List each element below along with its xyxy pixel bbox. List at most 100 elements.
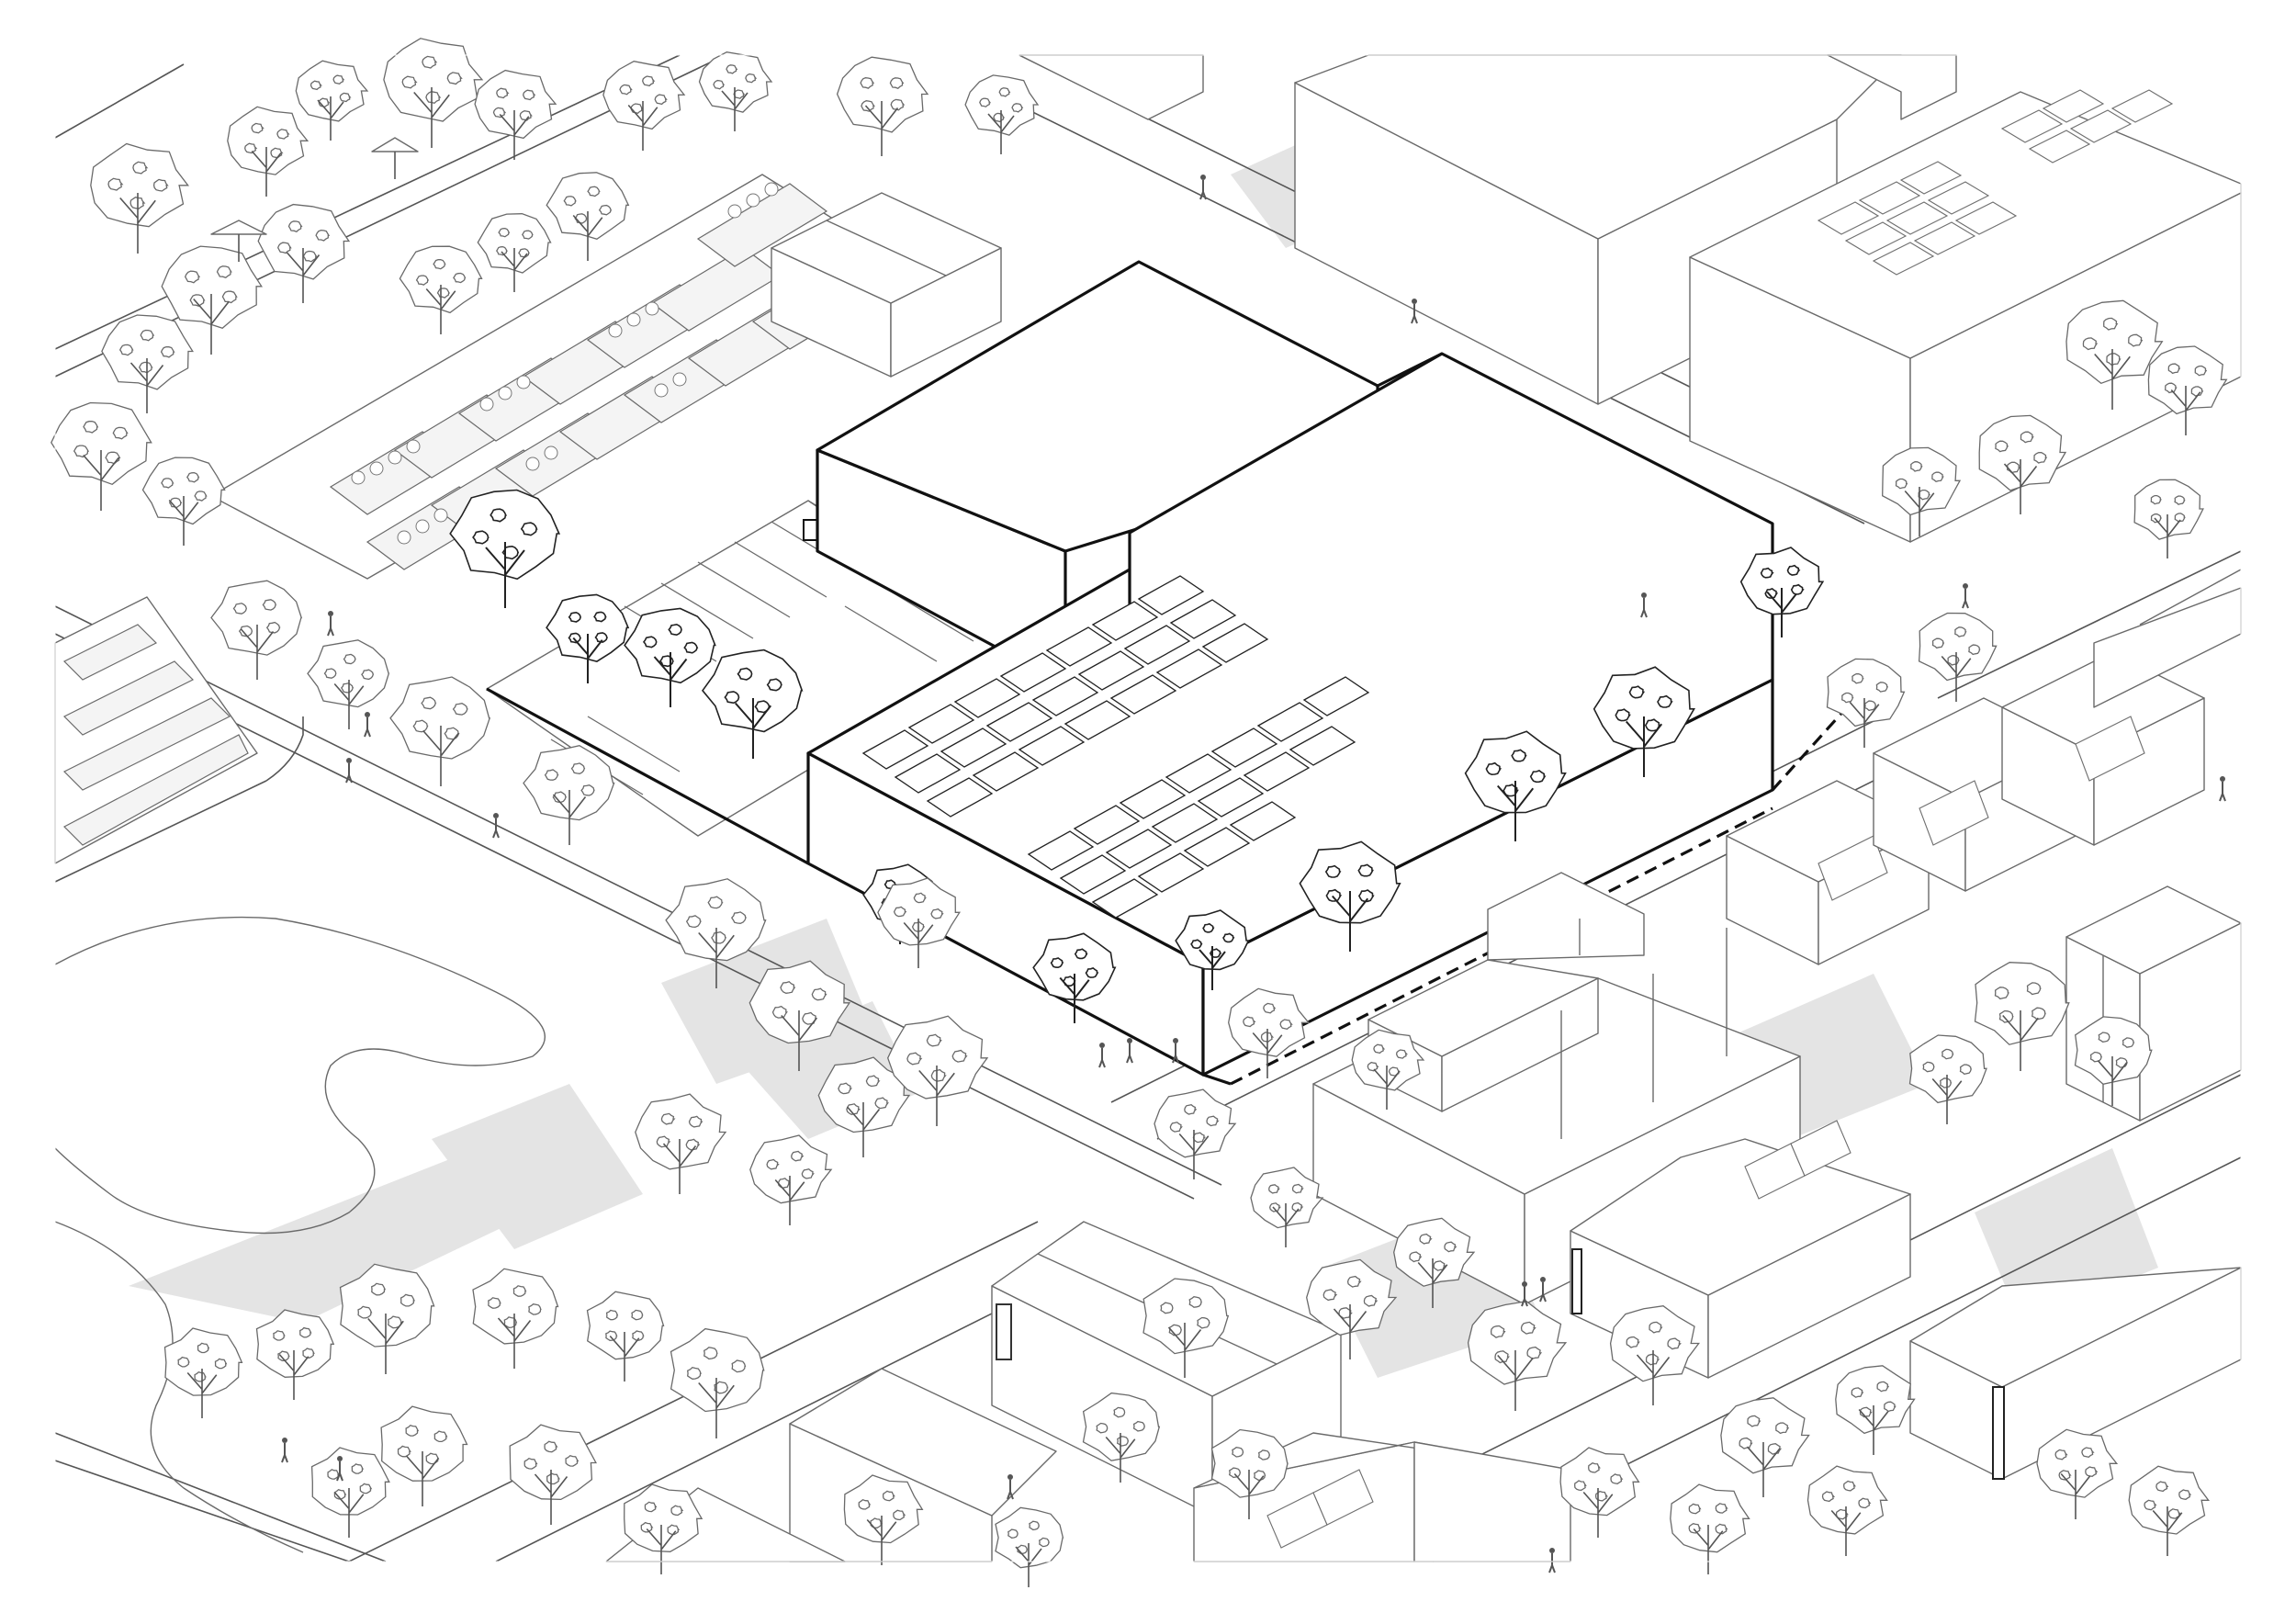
- tree-icon: [1393, 1217, 1476, 1308]
- tree-icon: [1593, 666, 1695, 777]
- pond: [54, 916, 546, 1235]
- tree-icon: [2147, 345, 2228, 435]
- tree-icon: [1467, 1301, 1568, 1411]
- tree-icon: [1142, 1278, 1230, 1378]
- person-icon: [1411, 299, 1418, 324]
- solar-panel-icon: [861, 575, 1370, 919]
- tree-icon: [817, 1056, 911, 1157]
- tree-icon: [749, 1134, 833, 1225]
- tree-icon: [1670, 1483, 1750, 1574]
- tree-icon: [523, 745, 615, 845]
- tree-icon: [1739, 547, 1825, 637]
- person-icon: [281, 1438, 288, 1463]
- tree-icon: [1082, 1392, 1161, 1483]
- tree-icon: [2128, 1465, 2210, 1556]
- tree-icon: [1720, 1397, 1810, 1497]
- tree-icon: [546, 593, 630, 683]
- tree-icon: [836, 56, 929, 156]
- tree-icon: [449, 489, 561, 608]
- tree-icon: [141, 457, 226, 546]
- garden-beds: [329, 183, 884, 570]
- person-icon: [1098, 1043, 1106, 1068]
- person-icon: [492, 813, 500, 839]
- highlighted-building: [486, 260, 1857, 1086]
- person-icon: [1172, 1038, 1179, 1064]
- umbrella-icon: [210, 137, 419, 262]
- tree-icon: [2036, 1428, 2119, 1519]
- tree-icon: [670, 1327, 765, 1438]
- tree-icon: [2065, 299, 2164, 410]
- person-icon: [1962, 583, 1969, 609]
- tree-icon: [665, 878, 767, 988]
- tree-icon: [877, 877, 961, 968]
- tree-icon: [602, 61, 686, 151]
- person-icon: [345, 758, 353, 784]
- tree-icon: [399, 245, 483, 334]
- tree-icon: [1299, 840, 1401, 952]
- tree-icon: [227, 106, 310, 197]
- tree-icon: [1806, 1465, 1888, 1556]
- tree-icon: [307, 639, 390, 729]
- solar-panel-icon: [1817, 89, 2174, 276]
- tree-icon: [546, 172, 630, 261]
- tree-icon: [477, 213, 552, 292]
- tree-icon: [161, 245, 263, 355]
- tree-icon: [509, 1424, 597, 1525]
- person-icon: [1521, 1281, 1528, 1307]
- people: [281, 175, 2226, 1573]
- tree-icon: [701, 648, 804, 759]
- person-icon: [327, 611, 334, 637]
- tree-icon: [624, 607, 716, 707]
- tree-icon: [472, 1268, 559, 1369]
- tree-icon: [698, 51, 773, 131]
- tree-icon: [1908, 1034, 1987, 1124]
- person-icon: [1640, 592, 1648, 618]
- tree-icon: [1609, 1305, 1700, 1405]
- tree-icon: [51, 401, 152, 511]
- tree-icon: [163, 1327, 243, 1418]
- building-top-edge: [1019, 54, 1204, 120]
- person-icon: [1539, 1277, 1547, 1303]
- tree-icon: [586, 1291, 665, 1382]
- barn-building: [771, 192, 1002, 378]
- tree-icon: [101, 314, 194, 413]
- drawing-frame: [54, 54, 2242, 1562]
- tree-icon: [1175, 909, 1250, 990]
- tree-icon: [380, 1405, 468, 1506]
- tree-icon: [310, 1447, 390, 1538]
- community-garden: [210, 174, 910, 580]
- tree-icon: [210, 580, 303, 680]
- tree-icon: [1210, 1428, 1289, 1519]
- tree-icon: [1835, 1365, 1916, 1455]
- tree-icon: [624, 1483, 703, 1574]
- person-icon: [1126, 1038, 1133, 1064]
- person-icon: [1007, 1474, 1014, 1500]
- tree-icon: [1032, 932, 1117, 1023]
- trees: [51, 38, 2228, 1587]
- person-icon: [364, 712, 371, 738]
- tree-icon: [1978, 414, 2067, 514]
- tree-icon: [964, 74, 1040, 154]
- person-icon: [1199, 175, 1207, 200]
- tree-icon: [843, 1474, 924, 1565]
- tree-icon: [257, 203, 351, 303]
- tree-icon: [90, 142, 190, 254]
- tree-icon: [1154, 1088, 1237, 1179]
- tree-icon: [255, 1309, 335, 1400]
- tree-icon: [635, 1093, 727, 1194]
- tree-icon: [1306, 1258, 1398, 1359]
- tree-icon: [474, 69, 557, 160]
- tree-icon: [748, 960, 851, 1071]
- tree-icon: [389, 676, 491, 786]
- person-icon: [1548, 1548, 1556, 1573]
- tree-icon: [1559, 1447, 1640, 1538]
- tree-icon: [1882, 446, 1962, 536]
- tree-icon: [339, 1263, 435, 1374]
- tree-icon: [1464, 730, 1567, 841]
- tree-icon: [295, 60, 369, 141]
- tree-icon: [1250, 1167, 1324, 1247]
- tree-icon: [1228, 987, 1311, 1078]
- tree-icon: [1826, 658, 1906, 748]
- tree-icon: [1974, 962, 2070, 1071]
